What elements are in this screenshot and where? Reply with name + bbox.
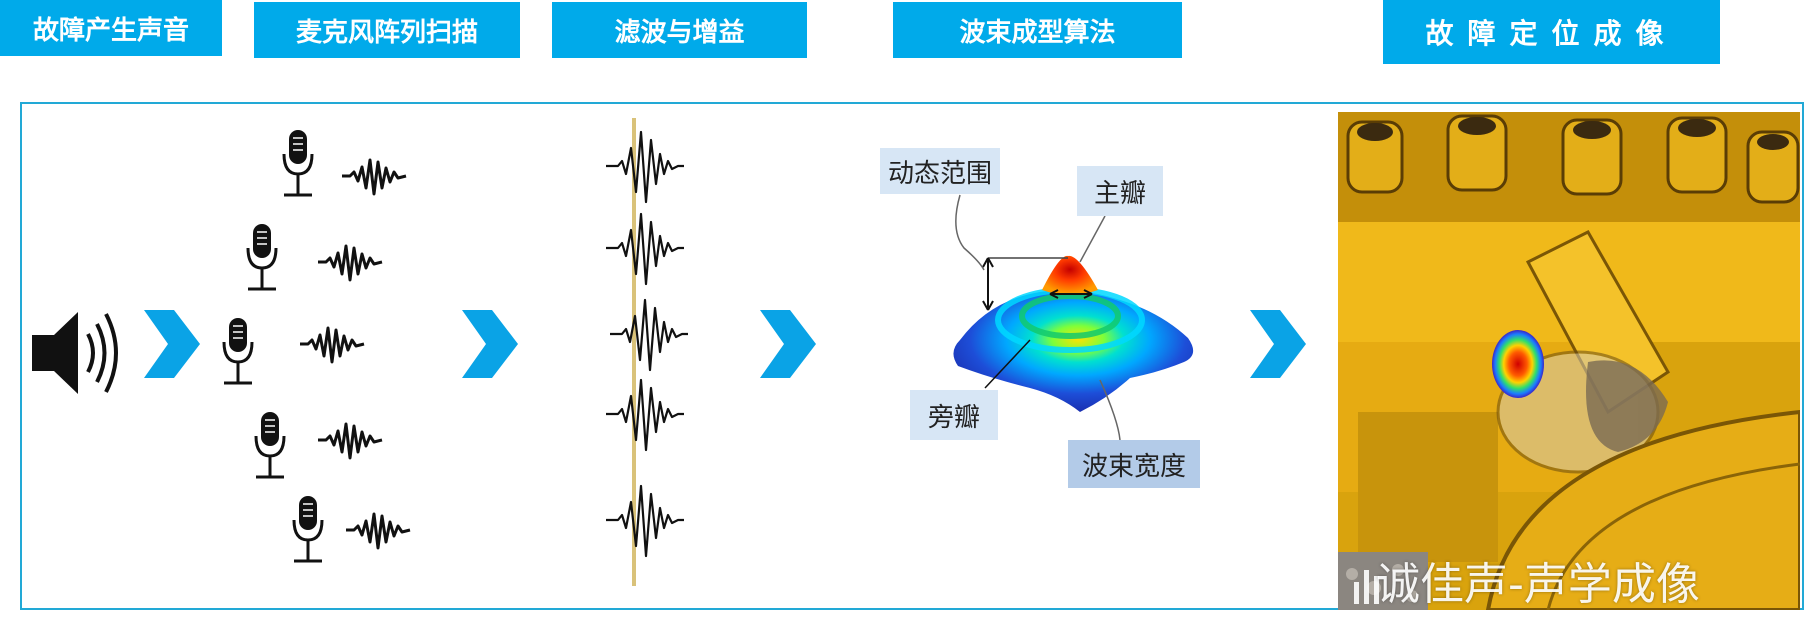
sound-burst	[316, 244, 384, 282]
process-panel	[20, 102, 1804, 610]
callout-box-side-lobe	[910, 390, 998, 440]
speaker-icon	[32, 312, 118, 394]
callout-side-lobe: 旁瓣	[927, 402, 980, 433]
sound-burst	[344, 512, 412, 550]
microphone-icon	[292, 494, 324, 563]
microphone-icon	[282, 128, 314, 197]
stage-header-fault-sound: 故障产生声音	[0, 0, 222, 56]
stage-header-mic-array-scan: 麦克风阵列扫描	[254, 2, 520, 58]
microphone-icon	[254, 410, 286, 479]
microphone-icon	[222, 316, 254, 385]
callout-beam-width: 波束宽度	[1081, 451, 1186, 482]
callout-dynamic-range: 动态范围	[887, 158, 992, 189]
callout-box-beam-width	[1068, 440, 1200, 488]
callout-main-lobe: 主瓣	[1093, 178, 1146, 209]
microphone-array	[222, 128, 412, 563]
fault-imaging-photo	[1338, 112, 1800, 610]
callout-box-main-lobe	[1077, 166, 1163, 216]
stage-header-beamforming: 波束成型算法	[893, 2, 1182, 58]
watermark-text: 诚佳声-声学成像	[1376, 559, 1700, 610]
fault-hotspot	[1492, 330, 1544, 398]
arrow-4	[1250, 310, 1306, 378]
stage-header-fault-imaging: 故障定位成像	[1383, 0, 1720, 64]
sound-burst	[316, 422, 384, 460]
microphone-icon	[246, 222, 278, 291]
callout-box-dynamic-range	[880, 148, 1000, 194]
arrow-3	[760, 310, 816, 378]
stage-header-filter-gain: 滤波与增益	[552, 2, 807, 58]
sound-burst	[340, 158, 408, 196]
filtered-waveforms	[604, 118, 690, 586]
arrow-1	[144, 310, 200, 378]
machinery-illustration	[1338, 112, 1800, 610]
arrow-2	[462, 310, 518, 378]
sound-burst	[298, 326, 366, 364]
watermark-logo-icon	[1354, 570, 1379, 604]
beam-pattern-surface	[953, 194, 1194, 441]
